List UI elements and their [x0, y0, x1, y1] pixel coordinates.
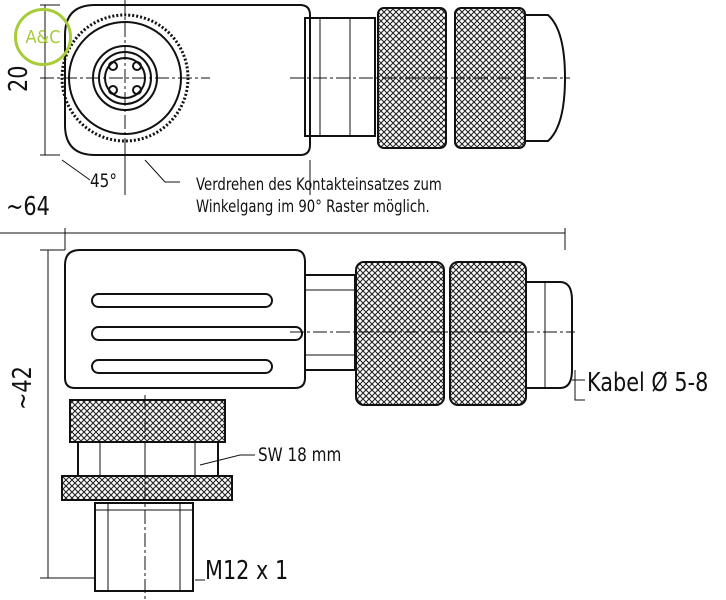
- top-view: [40, 0, 570, 195]
- wrench-size-label: SW 18 mm: [258, 444, 342, 466]
- logo-text: A&C: [25, 26, 61, 48]
- length-dimension-line: [0, 228, 566, 250]
- note-line-1: Verdrehen des Kontakteinsatzes zum: [196, 175, 442, 195]
- height-42-label: ~42: [8, 366, 38, 410]
- cable-label: Kabel Ø 5-8: [587, 368, 709, 398]
- note-line-2: Winkelgang im 90° Raster möglich.: [196, 197, 430, 217]
- side-view: [40, 249, 585, 600]
- height-20-label: 20: [4, 65, 34, 92]
- thread-label: M12 x 1: [205, 556, 289, 586]
- angle-label: 45°: [90, 170, 117, 192]
- company-logo: A&C: [14, 8, 72, 66]
- length-label: ~64: [6, 192, 50, 222]
